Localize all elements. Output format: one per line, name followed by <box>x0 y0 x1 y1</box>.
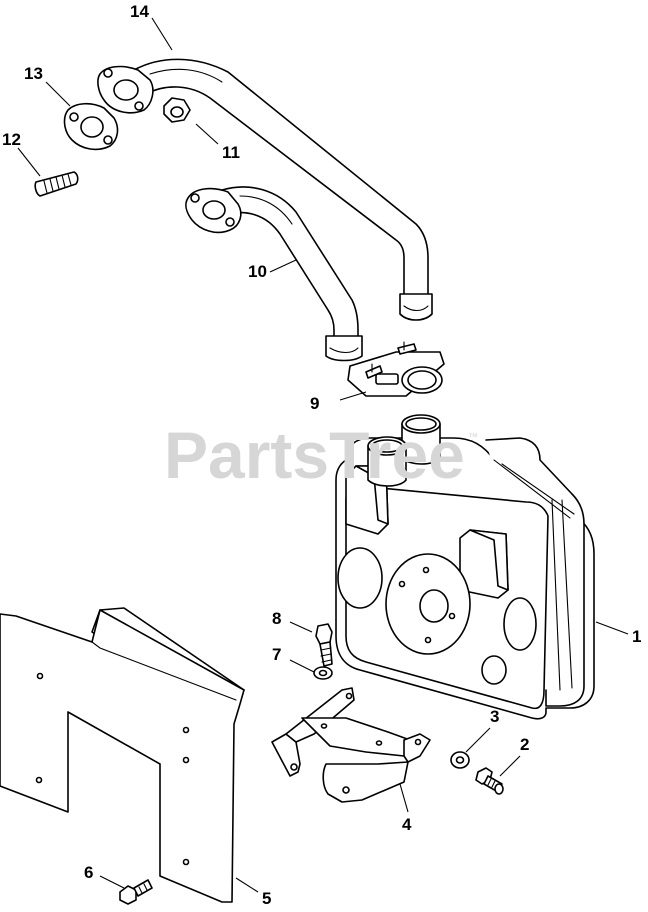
stud-12-icon[interactable] <box>34 171 79 197</box>
callout-6: 6 <box>84 863 93 882</box>
callout-8: 8 <box>272 609 281 628</box>
gasket-13-icon[interactable] <box>63 102 119 151</box>
callout-9: 9 <box>310 394 319 413</box>
callout-5: 5 <box>262 889 271 908</box>
exhaust-pipe-10-icon[interactable] <box>185 186 363 362</box>
leader-lines <box>17 17 629 893</box>
bolt-8-icon[interactable] <box>315 623 333 667</box>
callout-11: 11 <box>222 143 240 162</box>
washer-7-icon[interactable] <box>313 666 333 680</box>
exhaust-pipe-14-icon[interactable] <box>97 58 433 321</box>
callout-7: 7 <box>272 645 281 664</box>
screw-6-icon[interactable] <box>119 879 153 905</box>
callout-2: 2 <box>520 735 529 754</box>
callout-10: 10 <box>248 262 267 281</box>
heat-shield-5-icon[interactable] <box>0 607 245 903</box>
watermark-text: PartsTree <box>164 418 465 492</box>
washer-3-icon[interactable] <box>450 751 470 769</box>
callout-12: 12 <box>2 130 21 149</box>
nut-11-icon[interactable] <box>163 97 191 123</box>
watermark: PartsTree ™ <box>164 418 478 492</box>
muffler-1-icon[interactable] <box>335 414 595 720</box>
bracket-4-icon[interactable] <box>271 687 431 803</box>
clamp-9-icon[interactable] <box>347 341 445 397</box>
watermark-trademark: ™ <box>468 432 478 443</box>
callout-13: 13 <box>24 64 43 83</box>
callout-1: 1 <box>632 627 641 646</box>
callout-3: 3 <box>490 707 499 726</box>
callout-4: 4 <box>402 815 412 834</box>
callout-14: 14 <box>130 2 149 21</box>
bolt-2-icon[interactable] <box>475 767 504 795</box>
callout-labels: 14 13 12 11 10 9 1 8 7 3 2 4 5 6 <box>2 2 641 908</box>
